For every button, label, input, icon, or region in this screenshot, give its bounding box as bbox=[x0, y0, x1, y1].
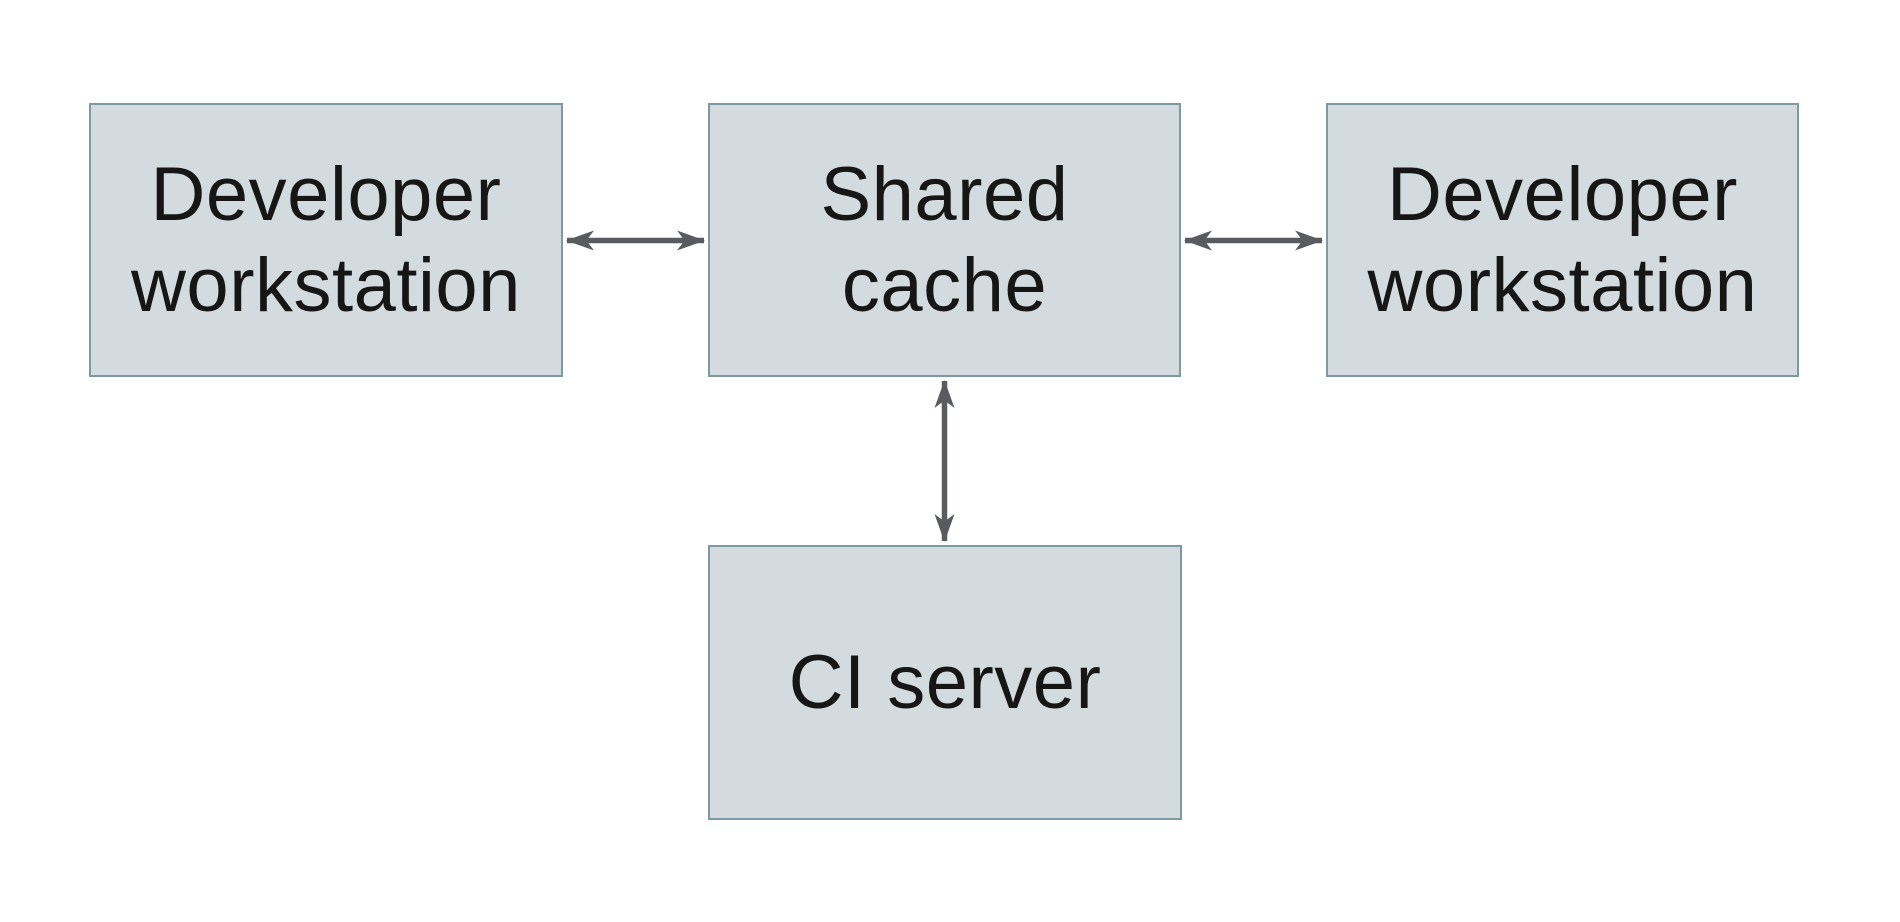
node-developer-workstation-left-label: Developer workstation bbox=[131, 151, 521, 328]
node-developer-workstation-right: Developer workstation bbox=[1326, 103, 1799, 377]
node-shared-cache: Shared cache bbox=[708, 103, 1181, 377]
node-developer-workstation-right-label: Developer workstation bbox=[1367, 151, 1758, 328]
node-ci-server: CI server bbox=[708, 545, 1182, 820]
node-shared-cache-label: Shared cache bbox=[820, 151, 1069, 328]
node-ci-server-label: CI server bbox=[788, 639, 1102, 725]
node-developer-workstation-left: Developer workstation bbox=[89, 103, 563, 377]
